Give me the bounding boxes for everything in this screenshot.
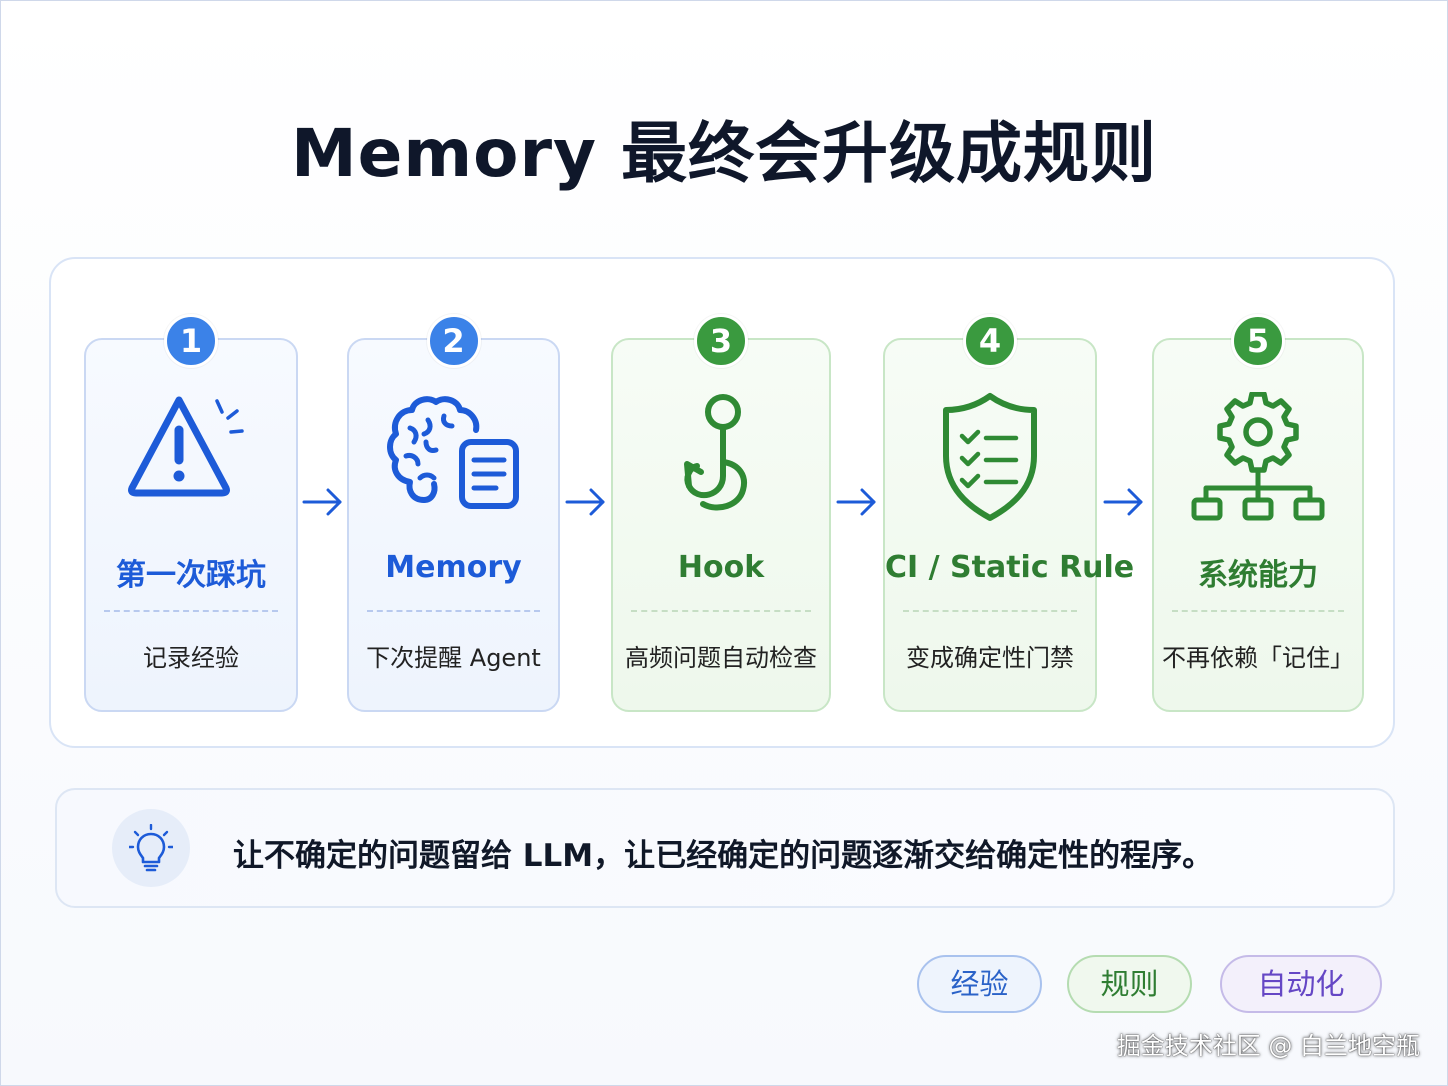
tag-automation: 自动化 (1220, 955, 1382, 1013)
insight-text: 让不确定的问题留给 LLM，让已经确定的问题逐渐交给确定性的程序。 (233, 838, 1214, 874)
step-1-description: 记录经验 (143, 644, 239, 672)
shield-checklist-icon (940, 392, 1040, 526)
step-2-card: 2 Memory 下次提醒 Agent (347, 314, 560, 712)
gear-network-icon (1190, 391, 1326, 526)
step-1-divider (104, 610, 278, 612)
brain-document-icon (384, 392, 524, 516)
step-3-divider (631, 610, 811, 612)
step-5-description: 不再依赖「记住」 (1162, 644, 1354, 672)
step-4-divider (903, 610, 1077, 612)
warning-triangle-icon (126, 392, 256, 506)
step-5-card: 5 系统能力 不再依赖「记住」 (1152, 314, 1364, 712)
step-2-title: Memory (385, 550, 522, 585)
page-title: Memory 最终会升级成规则 (290, 115, 1158, 192)
step-3-card: 3 Hook 高频问题自动检查 (611, 314, 831, 712)
step-4-title: CI / Static Rule (885, 550, 1135, 585)
step-5-title: 系统能力 (1198, 558, 1318, 593)
insight-box: 让不确定的问题留给 LLM，让已经确定的问题逐渐交给确定性的程序。 (55, 788, 1395, 908)
step-4-number-badge: 4 (963, 314, 1017, 368)
arrow-right-icon (1103, 488, 1143, 516)
arrow-right-icon (836, 488, 876, 516)
step-2-description: 下次提醒 Agent (366, 644, 541, 672)
arrow-right-icon (565, 488, 605, 516)
step-1-title: 第一次踩坑 (116, 558, 266, 593)
step-5-number-badge: 5 (1231, 314, 1285, 368)
step-3-number-badge: 3 (694, 314, 748, 368)
step-4-description: 变成确定性门禁 (906, 644, 1074, 672)
step-2-divider (367, 610, 540, 612)
step-1-card: 1 第一次踩坑 记录经验 (84, 314, 298, 712)
tag-experience: 经验 (917, 955, 1042, 1013)
step-5-divider (1172, 610, 1344, 612)
lightbulb-icon (112, 809, 190, 887)
arrow-right-icon (302, 488, 342, 516)
step-1-number-badge: 1 (164, 314, 218, 368)
tag-rules: 规则 (1067, 955, 1192, 1013)
step-3-title: Hook (677, 550, 765, 585)
step-3-description: 高频问题自动检查 (625, 644, 817, 672)
watermark: 掘金技术社区 @ 白兰地空瓶 (1116, 1032, 1420, 1060)
step-4-card: 4 CI / Static Rule 变成确定性门禁 (883, 314, 1135, 712)
step-2-number-badge: 2 (426, 314, 481, 368)
hook-icon (681, 392, 761, 520)
